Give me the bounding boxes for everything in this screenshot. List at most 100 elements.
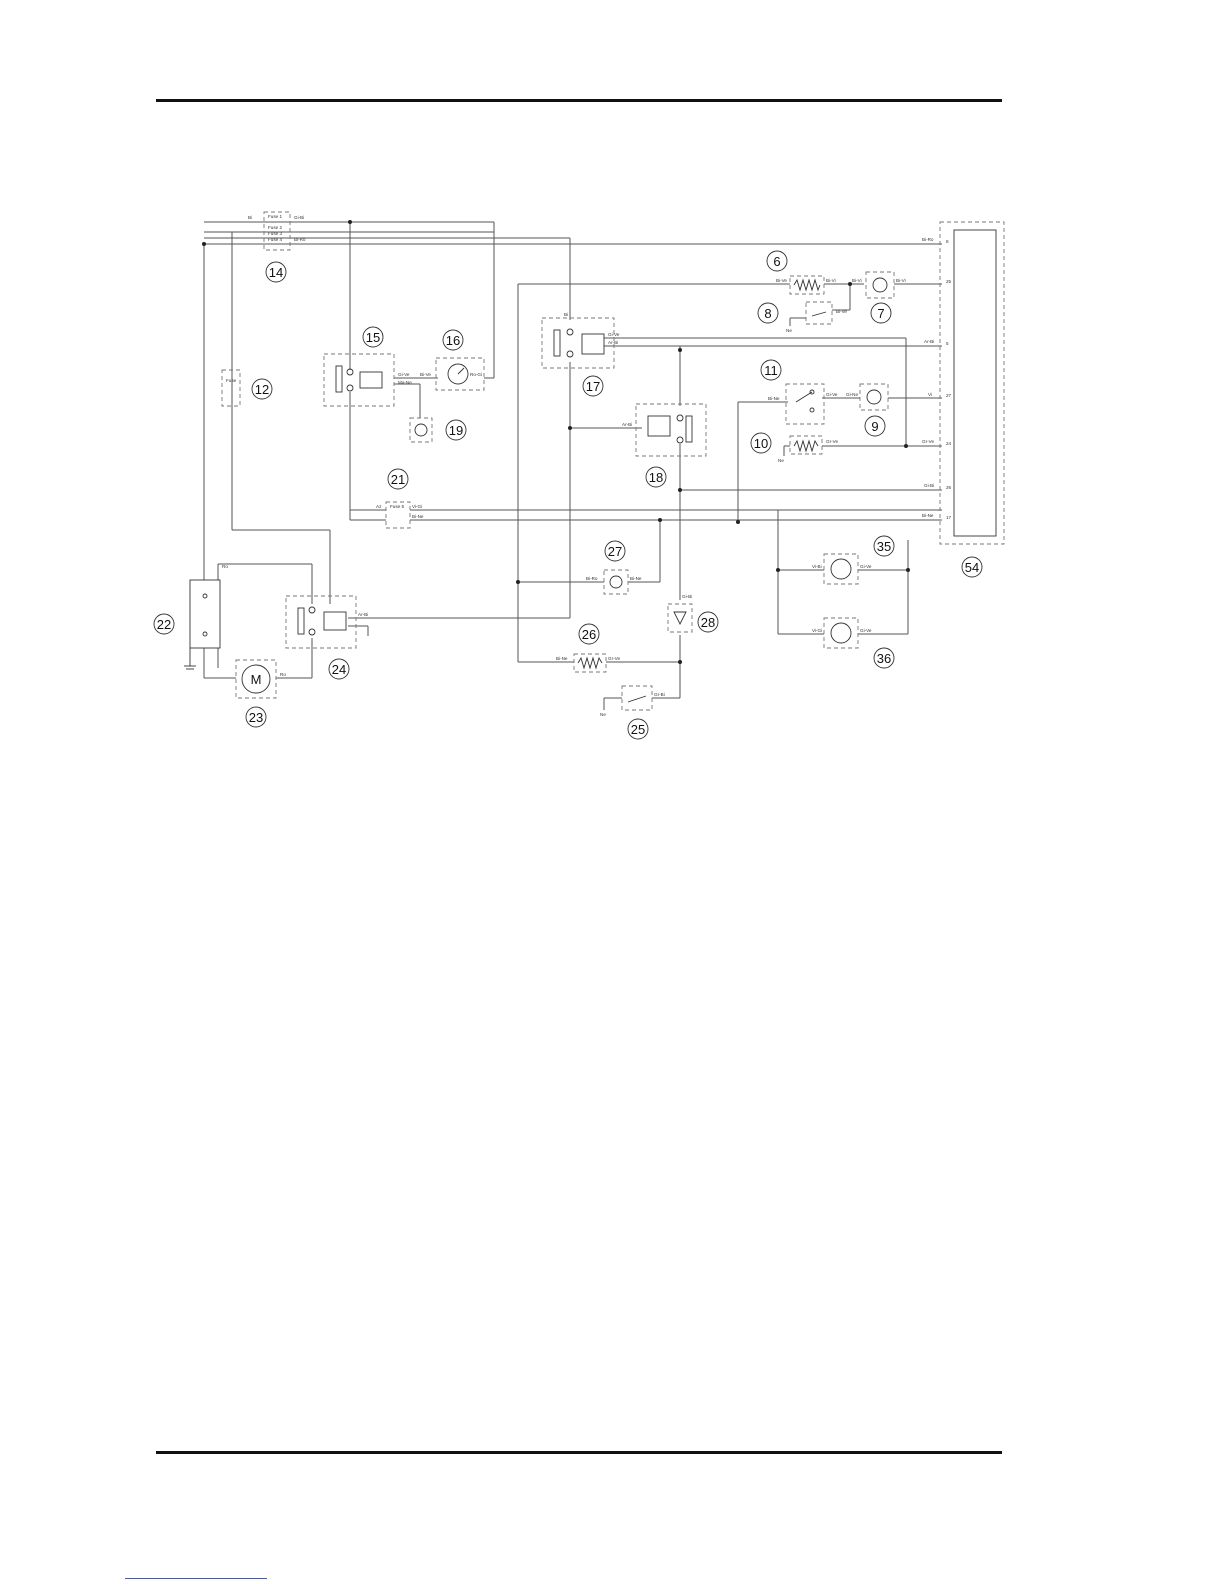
indicator-lamp: Bi-Ro Bi-Ne <box>586 569 642 595</box>
callout-16: 16 <box>442 329 464 351</box>
callout-6: 6 <box>766 250 788 272</box>
svg-text:17: 17 <box>586 379 600 394</box>
wire-label: Bi-Vi <box>852 278 862 283</box>
wire-label: Gr-Bi <box>654 692 665 697</box>
svg-text:28: 28 <box>701 615 715 630</box>
callout-9: 9 <box>864 415 886 437</box>
wire-label: Gi-Bi <box>924 483 934 488</box>
sensor: Vi-Bi Gi-Ve <box>812 553 872 585</box>
wire-label: Gi-Ve <box>860 564 872 569</box>
callout-23: 23 <box>245 706 267 728</box>
resistor: Gr-Ve Ne <box>778 435 838 463</box>
header-rule <box>156 99 1002 102</box>
wire-label: Vi-Gi <box>812 628 822 633</box>
wire-label: Bi-Ne <box>768 396 780 401</box>
wire-label: Ar-Bi <box>608 340 618 345</box>
svg-text:19: 19 <box>449 423 463 438</box>
wire-label: Bi <box>564 312 568 317</box>
svg-text:26: 26 <box>582 627 596 642</box>
callout-27: 27 <box>604 540 626 562</box>
callout-28: 28 <box>697 611 719 633</box>
wire-label: Bi-Ne <box>556 656 568 661</box>
wire-label: Ro-Gi <box>470 372 482 377</box>
svg-text:27: 27 <box>608 544 622 559</box>
wire-label: Vi-Bi <box>812 564 822 569</box>
svg-text:35: 35 <box>877 539 891 554</box>
indicator-lamp: Gi-Ne Vi <box>846 383 932 411</box>
wire-label: Gi-Bi <box>294 215 304 220</box>
relay: Gi-Ve Ma-Ne <box>323 353 412 407</box>
svg-text:16: 16 <box>446 333 460 348</box>
wires <box>203 221 942 710</box>
footer-link-underline[interactable] <box>125 1578 267 1579</box>
callout-7: 7 <box>870 302 892 324</box>
svg-text:11: 11 <box>764 363 778 378</box>
svg-text:21: 21 <box>391 472 405 487</box>
wire-label: Gi-Ve <box>826 392 838 397</box>
callout-26: 26 <box>578 623 600 645</box>
resistor: Bi-Ve Bi-Vi <box>776 275 836 295</box>
svg-text:7: 7 <box>877 306 884 321</box>
fuse-label: Fuse 2 <box>268 225 282 230</box>
svg-text:15: 15 <box>366 330 380 345</box>
callout-25: 25 <box>627 718 649 740</box>
wire-label: Bi-Ne <box>412 514 424 519</box>
svg-text:18: 18 <box>649 470 663 485</box>
callouts: 6 7 8 9 10 11 12 14 15 16 17 18 19 21 22… <box>153 250 983 740</box>
wire-label: Ne <box>600 712 606 717</box>
fuse-label: Fuse 3 <box>268 231 282 236</box>
switch: Bi-Ve Ne <box>786 301 847 333</box>
callout-35: 35 <box>873 535 895 557</box>
wire-label: Ar-Bi <box>622 422 632 427</box>
pin-label: 5 <box>946 341 949 346</box>
svg-text:25: 25 <box>631 722 645 737</box>
pin-label: 8 <box>946 239 949 244</box>
wire-label: Vi <box>928 392 932 397</box>
callout-12: 12 <box>251 378 273 400</box>
wire-label: Gr-Ve <box>826 439 838 444</box>
dashboard-connector: 8 25 5 27 24 26 17 Bi-Ro Ar-Bi Gr-Ve Gi-… <box>922 221 1005 545</box>
warning-lamp: Bi-Vi Bi-Vi <box>852 271 906 299</box>
wire-label: Ro <box>222 564 228 569</box>
fuse-label: Fuse 1 <box>268 214 282 219</box>
callout-8: 8 <box>757 302 779 324</box>
wire-label: Bi-Ve <box>836 309 847 314</box>
fuse-label: Fuse 4 <box>268 237 282 242</box>
callout-36: 36 <box>873 647 895 669</box>
motor-symbol: M <box>251 672 262 687</box>
sensor: Gi-Bi <box>667 594 693 633</box>
wire-label: Bi-Ro <box>586 576 598 581</box>
fuse-label: Fuse 5 <box>390 504 404 509</box>
svg-text:36: 36 <box>877 651 891 666</box>
wire-label: Ne <box>786 328 792 333</box>
wire-label: Ne <box>778 458 784 463</box>
fuse-pair: Fuse 5 Vi-Gi Bi-Ne Az <box>376 501 424 529</box>
sensor: Vi-Gi Gi-Ve <box>812 617 872 649</box>
junction-dots <box>202 220 910 664</box>
callout-14: 14 <box>265 261 287 283</box>
svg-text:22: 22 <box>157 617 171 632</box>
svg-text:14: 14 <box>269 265 283 280</box>
callout-22: 22 <box>153 613 175 635</box>
pin-label: 25 <box>946 279 952 284</box>
svg-text:23: 23 <box>249 710 263 725</box>
wire-label: Bi-Ro <box>294 237 306 242</box>
svg-text:6: 6 <box>773 254 780 269</box>
callout-18: 18 <box>645 466 667 488</box>
wire-label: Bi <box>248 215 252 220</box>
wire-label: Az <box>376 504 382 509</box>
switch: Gr-Bi Ne <box>600 685 665 717</box>
wire-label: Bi-Ro <box>922 237 934 242</box>
wire-label: Gi-Bi <box>682 594 692 599</box>
single-fuse: Fuse <box>221 369 241 407</box>
wire-label: Bi-Ve <box>776 278 787 283</box>
svg-text:10: 10 <box>754 436 768 451</box>
relay: Ar-Bi <box>622 403 707 457</box>
gauge-sensor: Bi-Ve Ro-Gi <box>420 357 485 391</box>
battery: Ro <box>184 564 228 670</box>
wire-label: Bi-Vi <box>826 278 836 283</box>
starter-motor: M Ro <box>235 659 286 699</box>
relay: Gi-Ve Ar-Bi Bi <box>541 312 620 369</box>
